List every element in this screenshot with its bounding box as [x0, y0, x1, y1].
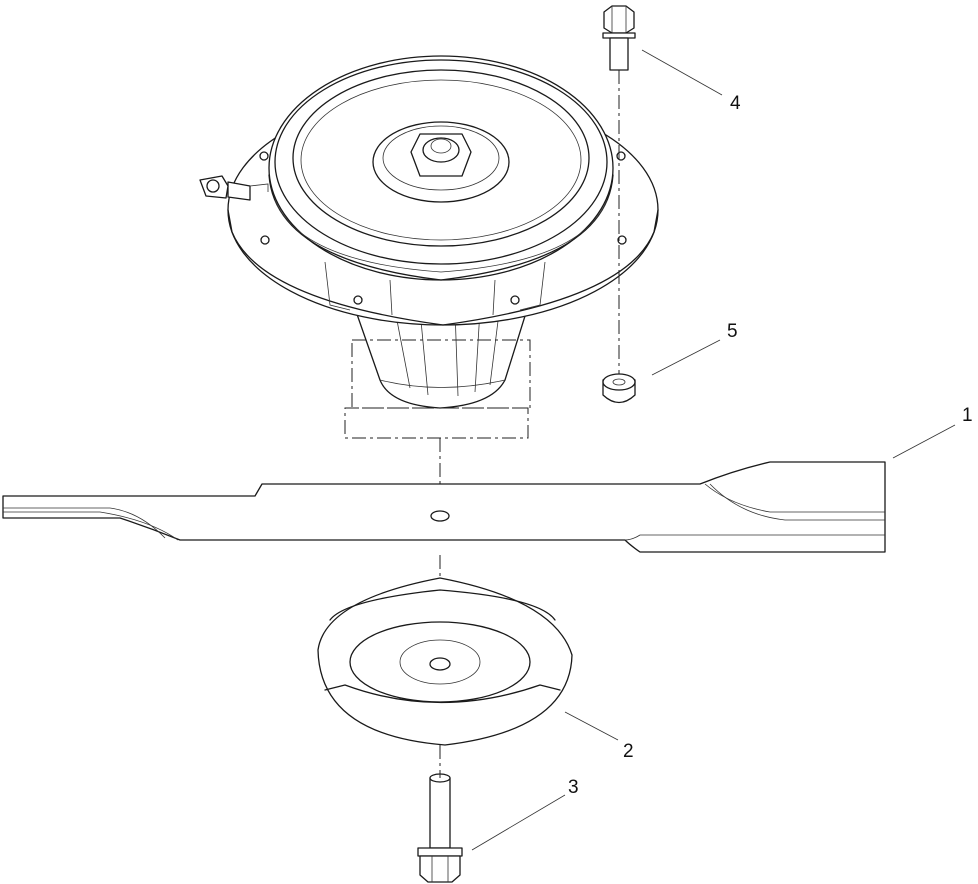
top-bolt: [602, 5, 636, 71]
blade-center-hole: [430, 510, 450, 522]
flange-nut: [602, 373, 636, 404]
callout-2: 2: [623, 741, 634, 762]
bottom-bolt: [417, 773, 463, 883]
spindle-assembly: [199, 55, 659, 439]
blade: [2, 461, 886, 553]
leader-2: [564, 711, 619, 741]
blade-cup: [317, 577, 573, 746]
cup-center-hole: [429, 657, 451, 671]
leader-4: [641, 49, 723, 96]
leader-5: [651, 339, 721, 376]
callout-3: 3: [568, 777, 579, 798]
leader-3: [471, 794, 566, 851]
leader-1: [892, 424, 956, 459]
grease-fitting: [199, 175, 269, 201]
shaft-outline-lower: [344, 407, 529, 439]
callout-1: 1: [962, 405, 973, 426]
callout-5: 5: [727, 321, 738, 342]
callout-4: 4: [730, 93, 741, 114]
